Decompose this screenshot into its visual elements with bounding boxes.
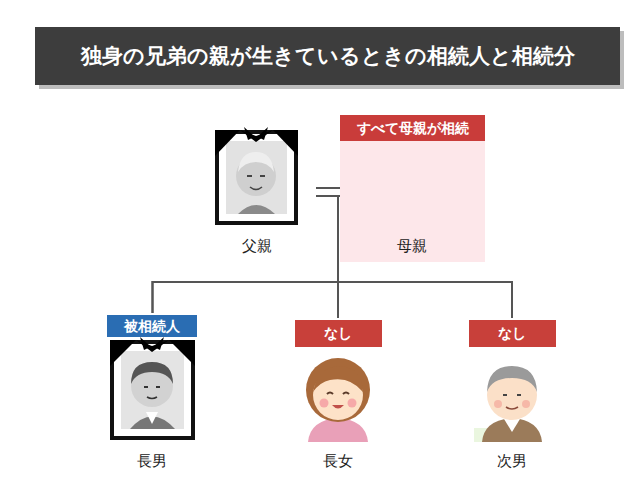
father-node: 父親: [205, 128, 316, 260]
status-tag: なし: [295, 320, 382, 347]
person-name: 父親: [242, 236, 272, 256]
title-text: 独身の兄弟の親が生きているときの相続人と相続分: [81, 41, 575, 71]
daughter-figure: [306, 358, 370, 442]
son-portrait: [110, 337, 195, 440]
status-tag: なし: [469, 320, 556, 347]
family-line: [316, 196, 338, 318]
person-name: 長男: [137, 451, 167, 471]
second-son-node: なし次男: [459, 318, 565, 475]
father-portrait: [215, 127, 298, 225]
family-line: [153, 196, 341, 313]
family-line: [153, 196, 339, 313]
heir-band: すべて母親が相続: [340, 115, 485, 141]
second-son-figure: [474, 366, 542, 442]
status-tag: 被相続人: [107, 315, 197, 337]
mother-node: すべて母親が相続母親: [340, 115, 485, 262]
person-name: 次男: [497, 451, 527, 471]
person-name: 母親: [397, 236, 427, 256]
daughter-node: なし長女: [285, 318, 391, 475]
person-name: 長女: [323, 451, 353, 471]
title-band: [35, 27, 620, 85]
deceased-son-node: 被相続人長男: [100, 313, 205, 475]
